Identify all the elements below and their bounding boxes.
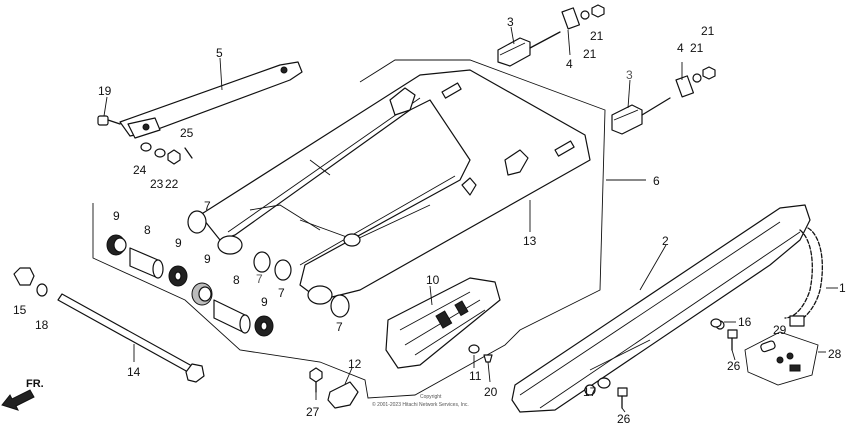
copyright-text: Copyright: [420, 394, 442, 400]
callout-4-lower: 4: [677, 41, 684, 55]
callout-15: 15: [13, 303, 27, 317]
group-outline: [92, 59, 606, 399]
drive-chain: [784, 227, 823, 327]
callout-26-b: 26: [617, 412, 631, 426]
callout-6: 6: [653, 174, 660, 188]
callout-3-lower: 3: [626, 68, 633, 82]
callout-26-a: 26: [727, 359, 741, 373]
callout-11: 11: [469, 369, 482, 383]
callout-4-upper: 4: [566, 57, 573, 71]
callout-20: 20: [484, 385, 498, 399]
callout-27: 27: [306, 405, 320, 419]
callout-21-d: 21: [690, 41, 704, 55]
callout-8-a: 8: [144, 223, 151, 237]
hardware-11-20: [468, 344, 493, 363]
callout-17: 17: [583, 385, 597, 399]
torque-rod: [119, 61, 303, 139]
copyright-line: © 2001-2023 Hitachi Network Services, In…: [372, 401, 469, 408]
callout-9-c: 9: [204, 252, 211, 266]
swingarm: [199, 69, 591, 305]
hardware-22-25: [140, 142, 193, 165]
callout-1: 1: [839, 281, 846, 295]
callout-21-b: 21: [583, 47, 597, 61]
callout-19: 19: [98, 84, 112, 98]
callout-13: 13: [523, 234, 537, 248]
chain-slider: [385, 277, 501, 369]
callout-9-d: 9: [261, 295, 268, 309]
bearings-left: [106, 210, 207, 287]
callout-5: 5: [216, 46, 223, 60]
callout-7-a: 7: [204, 199, 211, 213]
front-direction-arrow: FR.: [1, 378, 44, 411]
callout-14: 14: [127, 365, 141, 379]
callout-16: 16: [738, 315, 752, 329]
chain-adjuster-lower: [611, 66, 716, 135]
callout-2: 2: [662, 234, 669, 248]
callout-12: 12: [348, 357, 362, 371]
callout-29: 29: [773, 323, 787, 337]
pivot-axle: [57, 293, 205, 383]
callout-22: 22: [165, 177, 179, 191]
chain-case: [511, 204, 811, 413]
callout-9-b: 9: [175, 236, 182, 250]
master-link-box: [744, 331, 819, 386]
callout-18: 18: [35, 318, 49, 332]
callout-9-a: 9: [113, 209, 120, 223]
callout-28: 28: [828, 347, 842, 361]
callout-7-b: 7: [256, 272, 263, 286]
callout-25: 25: [180, 126, 194, 140]
bolt-19: [97, 115, 121, 126]
callout-21-c: 21: [701, 24, 715, 38]
pivot-nut: [13, 267, 48, 297]
callouts: 1 2 3 3 4 4 5 6 7 7 7 7 8 8 9 9 9 9 10 1…: [13, 15, 846, 426]
direction-label: FR.: [26, 378, 44, 390]
callout-7-d: 7: [336, 320, 343, 334]
callout-21-a: 21: [590, 29, 604, 43]
callout-3-upper: 3: [507, 15, 514, 29]
callout-8-b: 8: [233, 273, 240, 287]
bearings-right: [191, 251, 350, 337]
chain-adjuster-upper: [497, 4, 605, 67]
callout-7-c: 7: [278, 286, 285, 300]
callout-24: 24: [133, 163, 147, 177]
callout-23: 23: [150, 177, 164, 191]
case-bolts: [597, 318, 738, 409]
leader-lines: [103, 26, 838, 413]
callout-10: 10: [426, 273, 440, 287]
